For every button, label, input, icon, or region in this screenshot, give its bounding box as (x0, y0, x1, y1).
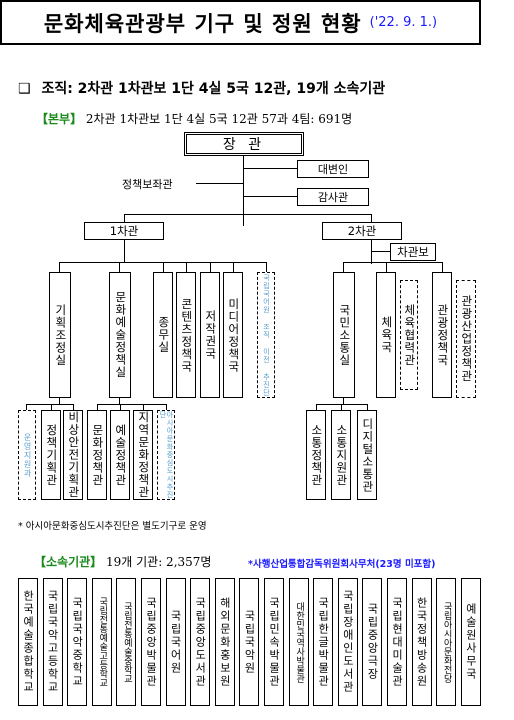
affiliated-institution: 국립중앙박물관 (141, 578, 161, 706)
affiliated-label: 【소속기관】 (34, 555, 103, 569)
affiliated-institution: 대한민국역사박물관 (288, 578, 309, 706)
bullet-icon: ❑ (18, 81, 31, 97)
affiliated-text: 19개 기관: 2,357명 (106, 555, 212, 569)
affiliated-institution: 국립아시아문화전당 (436, 578, 457, 706)
title-box: 문화체육관광부 기구 및 정원 현황 ('22. 9. 1.) (0, 0, 481, 45)
page-title: 문화체육관광부 기구 및 정원 현황 (43, 11, 362, 36)
affiliated-institution: 국립한글박물관 (313, 578, 334, 706)
unit-culture-arts-policy: 문화예술정책실 (109, 272, 131, 398)
affiliated-institution: 국립전통예술고등학교 (91, 578, 112, 706)
sub-policy-planning: 정책기획관 (41, 410, 61, 500)
affiliated-institution: 국립국악고등학교 (42, 578, 63, 706)
summary-line: ❑ 조직: 2차관 1차관보 1단 4실 5국 12관, 19개 소속기관 (18, 78, 385, 98)
hq-label: 【본부】 (36, 112, 83, 126)
sub-comm-support: 소통지원관 (331, 410, 351, 500)
unit-religion: 종무실 (153, 272, 173, 398)
unit-task-force: 국립국어원 조직 이전 추진단 (257, 272, 275, 398)
sub-arts-policy: 예술정책관 (110, 410, 130, 500)
sub-digital-comm: 디지털소통관 (357, 410, 377, 500)
affiliated-institution: 국립국악중학교 (67, 578, 88, 706)
unit-media: 미디어정책국 (223, 272, 243, 398)
affiliated-institution: 국립중앙도서관 (190, 578, 211, 706)
footnote: * 아시아문화중심도시추진단은 별도기구로 운영 (18, 521, 207, 532)
affiliated-note: *사행산업통합감독위원회사무처(23명 미포함) (248, 559, 436, 570)
affiliated-institution: 한국예술종합학교 (18, 578, 38, 706)
title-date: ('22. 9. 1.) (369, 15, 438, 30)
affiliated-institution: 국립중앙극장 (362, 578, 383, 706)
affiliated-institution: 한국정책방송원 (411, 578, 432, 706)
spokesperson-box: 대변인 (297, 160, 369, 178)
hq-line: 【본부】 2차관 1차관보 1단 4실 5국 12관 57과 4팀: 691명 (36, 110, 352, 127)
affiliated-institution: 국립현대미술관 (387, 578, 407, 706)
policy-aide-label: 정책보좌관 (122, 178, 173, 191)
auditor-box: 감사관 (297, 188, 369, 206)
minister-box: 장 관 (184, 132, 304, 156)
sub-asia-culture-hub: 아시아문화중심도시추진단 (157, 410, 175, 500)
affiliated-institution: 해외문화홍보원 (214, 578, 235, 706)
unit-contents: 콘텐츠정책국 (176, 272, 196, 398)
unit-tourism: 관광정책국 (432, 272, 452, 398)
affiliated-line: 【소속기관】 19개 기관: 2,357명 (34, 553, 211, 570)
unit-sports-coop: 체육협력관 (400, 280, 418, 390)
unit-sports: 체육국 (376, 272, 396, 398)
unit-copyright: 저작권국 (200, 272, 220, 398)
sub-culture-policy: 문화정책관 (87, 410, 107, 500)
assistant-vice-minister-box: 차관보 (390, 243, 436, 261)
affiliated-institution: 국립국어원 (165, 578, 186, 706)
affiliated-institution: 국립전통예술중학교 (116, 578, 137, 706)
affiliated-institution: 예술원사무국 (460, 578, 481, 706)
unit-public-comm: 국민소통실 (333, 272, 355, 398)
sub-ops-support: 운영지원과 (18, 410, 36, 500)
unit-tourism-industry: 관광산업정책관 (456, 280, 476, 398)
sub-regional-culture: 지역문화정책관 (133, 410, 153, 500)
hq-text: 2차관 1차관보 1단 4실 5국 12관 57과 4팀: 691명 (85, 112, 353, 126)
vice-minister-2-box: 2차관 (322, 222, 402, 240)
affiliated-institution: 국립국악원 (239, 578, 260, 706)
summary-text: 조직: 2차관 1차관보 1단 4실 5국 12관, 19개 소속기관 (41, 81, 386, 97)
affiliated-institution: 국립민속박물관 (264, 578, 284, 706)
unit-planning: 기획조정실 (49, 272, 71, 398)
vice-minister-1-box: 1차관 (84, 222, 164, 240)
affiliated-institution: 국립장애인도서관 (337, 578, 358, 706)
sub-comm-policy: 소통정책관 (306, 410, 326, 500)
sub-emergency-planning: 비상안전기획관 (63, 410, 83, 500)
